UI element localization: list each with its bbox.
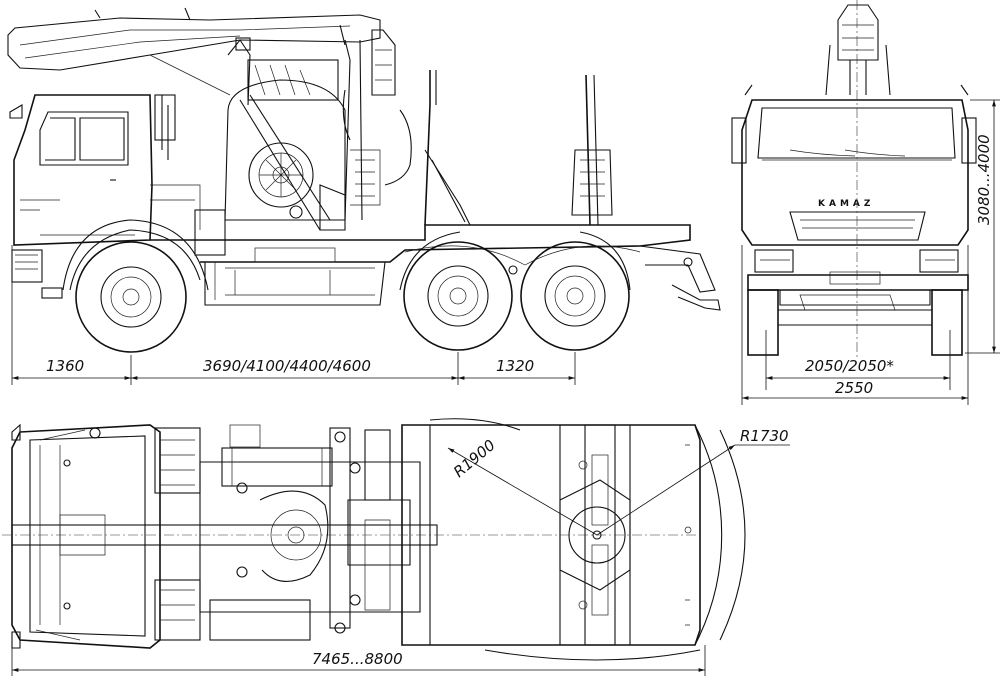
top-view: R1900 R1730 7465...8800 [2, 418, 790, 676]
cab-side [9, 94, 201, 299]
crane-column [224, 59, 381, 231]
dimension-front-overhang: 1360 [46, 357, 84, 375]
front-wheels [747, 289, 963, 356]
stakes [424, 70, 613, 226]
dimension-track-width: 2050/2050* [805, 357, 894, 375]
dimension-rear-axle-spacing: 1320 [496, 357, 534, 375]
crane-boom [7, 7, 412, 221]
rear-wheel [520, 241, 630, 351]
front-dimension-lines [741, 99, 1000, 405]
dimension-overall-length: 7465...8800 [312, 650, 403, 668]
front-wheel [75, 241, 187, 353]
turning-radii [429, 418, 790, 661]
dimension-wheelbase: 3690/4100/4400/4600 [203, 357, 371, 375]
side-dimension-lines [11, 245, 576, 385]
cab-top [11, 423, 201, 649]
front-view: KAMAZ 2050/2050* 2550 3080...4000 [731, 0, 1000, 405]
radius-large: R1900 [450, 436, 499, 481]
radius-small: R1730 [740, 427, 789, 445]
dimension-overall-width: 2550 [835, 379, 873, 397]
cab-front [731, 84, 977, 311]
frame-side [62, 209, 721, 311]
crane-top [825, 4, 891, 96]
cab-logo: KAMAZ [818, 199, 874, 209]
top-dimension-lines [11, 640, 706, 676]
frame-top [11, 424, 438, 641]
middle-wheel [403, 241, 513, 351]
dimension-overall-height: 3080...4000 [975, 134, 993, 225]
side-view: 1360 3690/4100/4400/4600 1320 [7, 7, 721, 385]
rear-platform-top [401, 424, 701, 646]
